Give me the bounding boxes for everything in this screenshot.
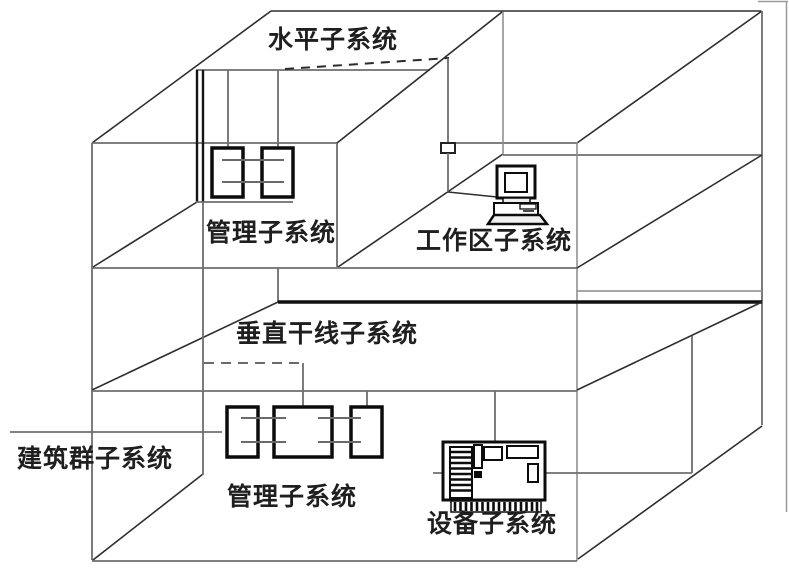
backbone-riser <box>195 70 304 475</box>
work-area-devices <box>440 142 550 226</box>
frame-lines <box>758 0 788 512</box>
label-horizontal-subsystem: 水平子系统 <box>268 26 399 54</box>
equipment-devices <box>441 391 547 513</box>
upper-patch-panels <box>210 70 295 199</box>
wall-outlet-icon <box>440 142 456 154</box>
label-campus-subsystem: 建筑群子系统 <box>17 445 174 473</box>
lower-patch-panels <box>225 391 384 459</box>
label-management-subsystem-upper: 管理子系统 <box>206 219 337 247</box>
server-icon <box>441 440 547 513</box>
label-work-area-subsystem: 工作区子系统 <box>416 227 573 255</box>
horizontal-cable-run <box>284 57 450 143</box>
patch-panel-icon <box>349 405 384 459</box>
computer-icon <box>485 164 550 226</box>
upper-floor-structure <box>91 11 763 561</box>
slab-structure <box>91 268 763 392</box>
label-equipment-subsystem: 设备子系统 <box>427 510 558 538</box>
label-vertical-backbone-subsystem: 垂直干线子系统 <box>236 320 419 348</box>
patch-panel-icon <box>260 146 295 199</box>
roof-outline <box>91 10 763 425</box>
label-management-subsystem-lower: 管理子系统 <box>227 483 358 511</box>
patch-panel-icon <box>272 405 334 459</box>
patch-panel-icon <box>210 146 245 199</box>
patch-panel-icon <box>225 405 260 459</box>
